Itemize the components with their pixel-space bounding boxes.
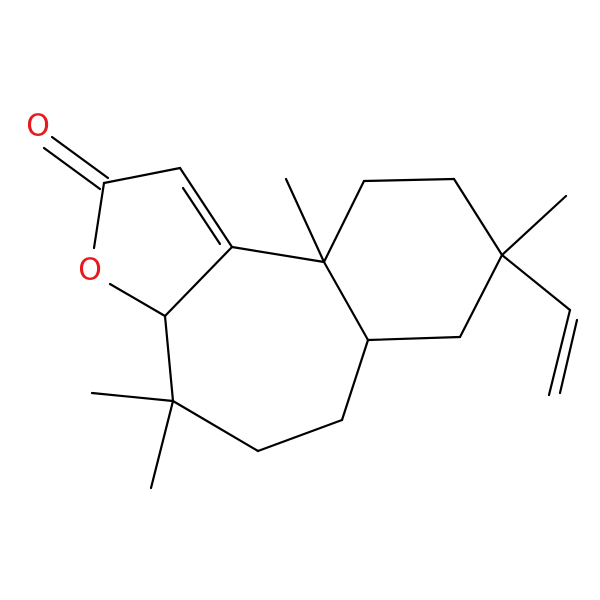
bond-c10b-c6a (322, 260, 370, 342)
bond-carbonyl-double-b (42, 146, 102, 191)
bond-c9-c8 (452, 177, 504, 257)
bond-c8-vinyl (500, 253, 572, 312)
bond-c2-c3 (102, 166, 182, 185)
bond-c4-methyl-a (90, 391, 175, 403)
bond-c4-c8b (163, 314, 175, 403)
bond-c3a-c8b (163, 245, 234, 318)
bond-c7-c6a (366, 335, 462, 342)
bond-c5-c4 (171, 399, 260, 453)
bonds (42, 135, 579, 490)
bond-c2-o1 (92, 181, 106, 250)
bond-carbonyl-double-a (50, 135, 110, 180)
bond-c3-c3a-outer (178, 166, 234, 249)
bond-c8-methyl (500, 194, 568, 257)
atom-labels: O O (26, 109, 102, 288)
bond-c10-c9 (362, 177, 456, 183)
bond-c3-c3a-inner (181, 186, 222, 246)
oxygen-carbonyl-label: O (26, 109, 50, 144)
bond-c10b-c10 (322, 179, 366, 264)
bond-c6a-c6 (340, 338, 370, 422)
bond-c8-c7 (458, 253, 504, 339)
bond-vinyl-double-a (547, 308, 572, 397)
bond-c10b-methyl (284, 177, 326, 264)
bond-c6-c5 (256, 418, 344, 453)
bond-o1-c8b (108, 282, 167, 318)
bond-c4-methyl-b (149, 399, 175, 490)
bond-vinyl-double-b (558, 318, 579, 395)
bond-c3a-c10b (230, 245, 326, 264)
oxygen-ring-label: O (78, 253, 102, 288)
